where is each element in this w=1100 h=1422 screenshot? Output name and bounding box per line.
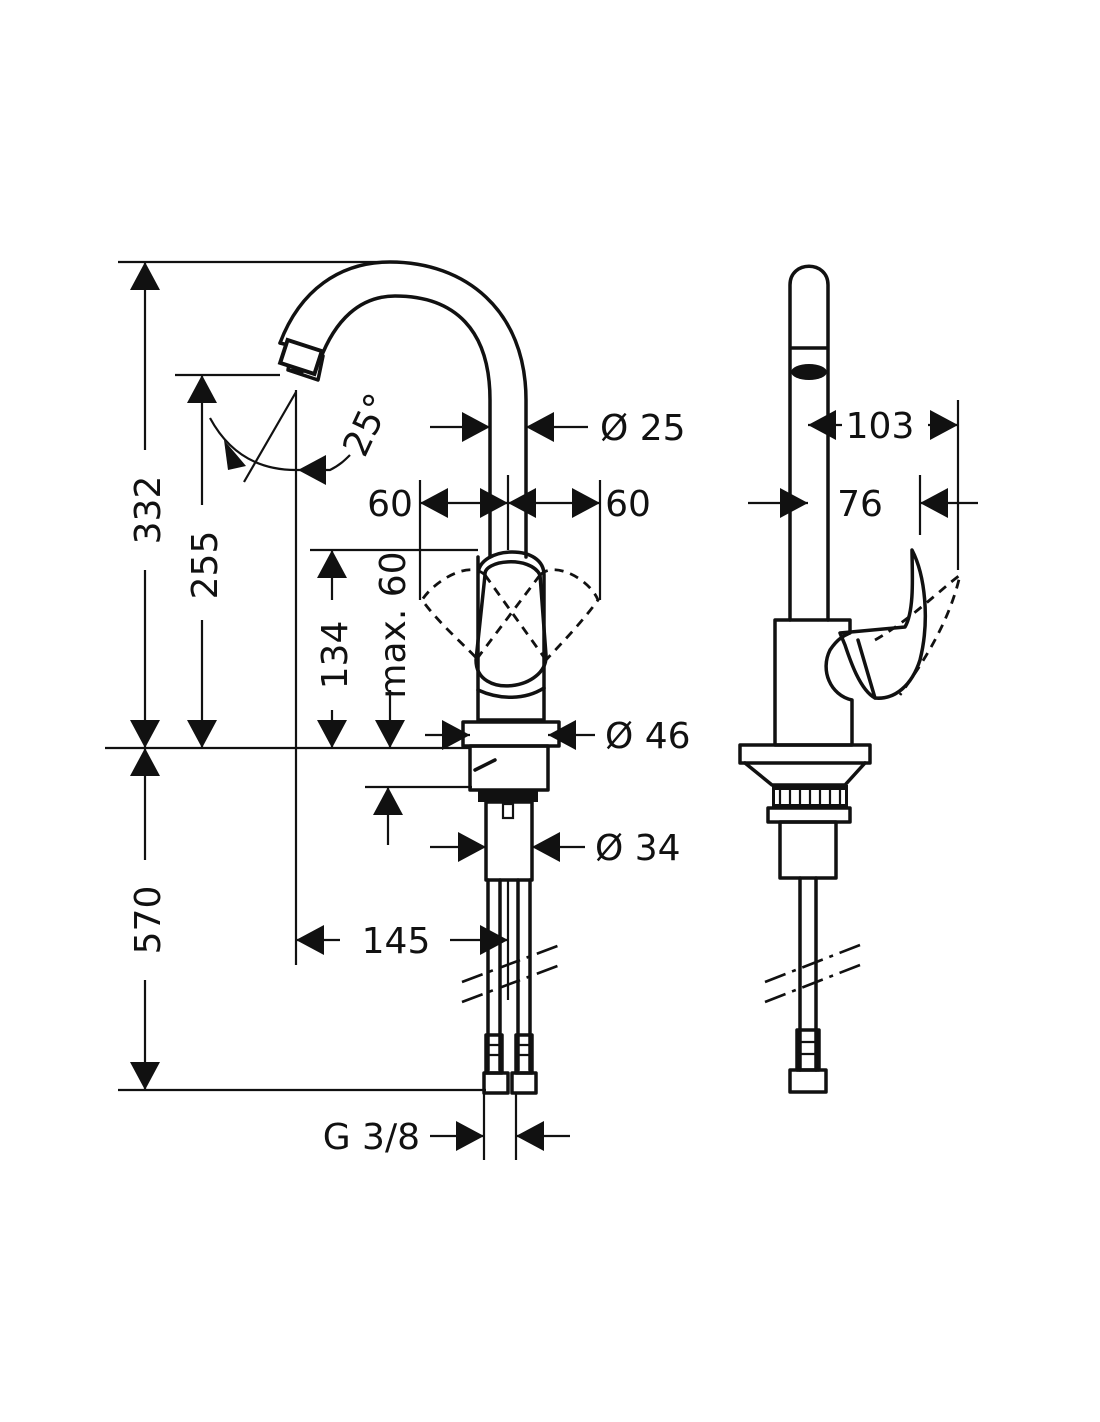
- dim-spout-diameter: Ø 25: [600, 408, 686, 449]
- lever-swing-right: [539, 568, 600, 661]
- side-shank: [778, 820, 838, 880]
- dim-max-60: max. 60: [373, 551, 414, 698]
- nut-left: [482, 1071, 510, 1095]
- faucet-body: [476, 550, 546, 722]
- base-thread: [478, 790, 538, 802]
- side-aerator: [791, 364, 827, 380]
- dim-570: 570: [128, 886, 169, 955]
- side-base-plate: [738, 743, 872, 765]
- side-dimensions: 103 76: [748, 400, 978, 570]
- dim-side-103: 103: [846, 406, 915, 447]
- lever-swing-left: [420, 568, 486, 661]
- dim-thread: G 3/8: [323, 1117, 420, 1158]
- base-plate: [461, 720, 561, 748]
- side-body: [773, 618, 854, 747]
- front-dimensions: 332 332 255 134 max. 60 60 60 Ø 25: [105, 260, 691, 1158]
- dim-spout-angle: 25°: [336, 388, 400, 463]
- dim-lever-right-60: 60: [605, 484, 651, 525]
- front-view: [277, 260, 600, 1160]
- nut-right: [510, 1071, 538, 1095]
- dim-spout-reach: 145: [362, 921, 431, 962]
- side-spout: [788, 264, 830, 622]
- side-view: [738, 264, 963, 1094]
- dim-base-diameter: Ø 46: [605, 716, 691, 757]
- dim-shank-diameter: Ø 34: [595, 828, 681, 869]
- shank: [484, 800, 534, 882]
- svg-text:332: 332: [128, 476, 169, 545]
- spout-outline-inner: [318, 294, 492, 559]
- dim-134: 134: [315, 621, 356, 690]
- side-nut: [788, 1068, 828, 1094]
- dim-255: 255: [185, 531, 226, 600]
- spout-outline-outer: [278, 260, 528, 559]
- side-lever-swing: [874, 571, 963, 696]
- dim-lever-left-60: 60: [367, 484, 413, 525]
- dim-side-76: 76: [837, 484, 883, 525]
- side-lever: [838, 548, 928, 700]
